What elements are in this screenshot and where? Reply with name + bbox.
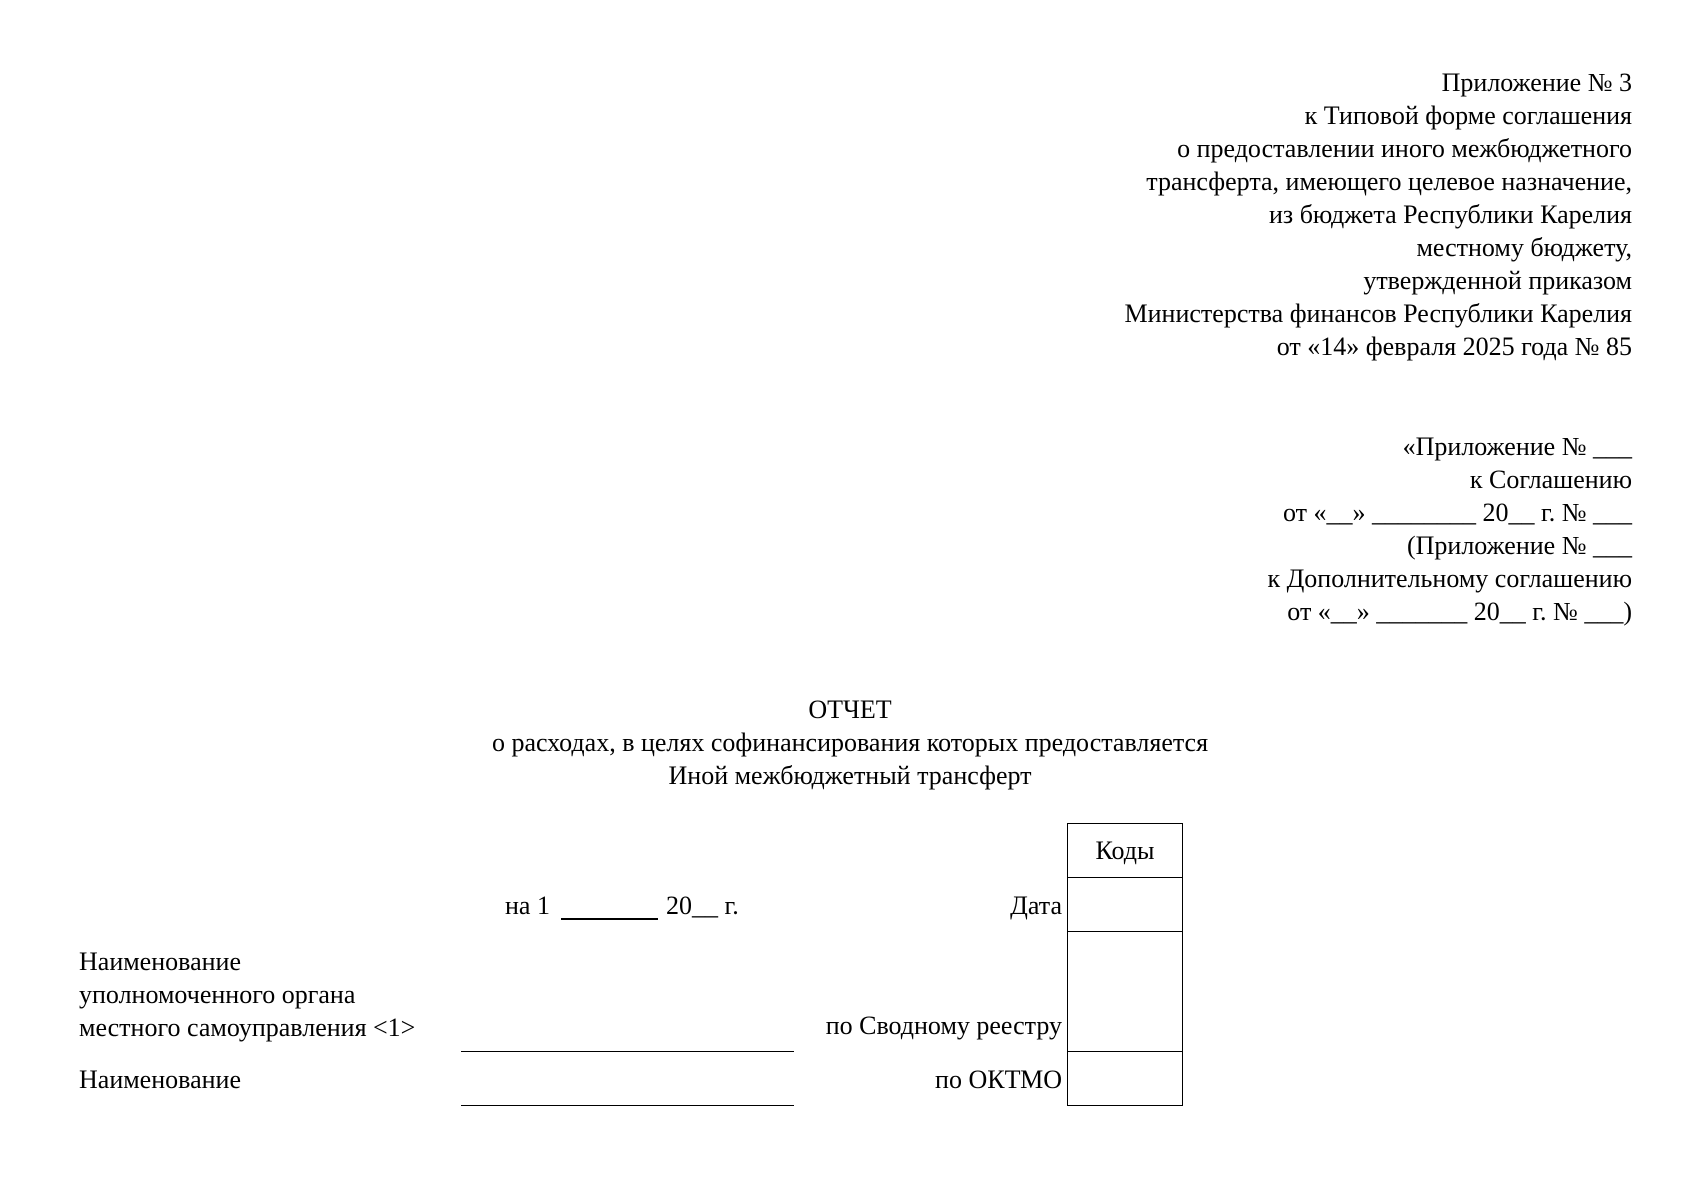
appendix-header-line: от «14» февраля 2025 года № 85 (1276, 332, 1632, 361)
appendix-header-line: трансферта, имеющего целевое назначение, (1146, 167, 1632, 196)
report-title: ОТЧЕТ о расходах, в целях софинансирован… (330, 693, 1370, 792)
agreement-reference-line: от «__» ________ 20__ г. № ___ (1282, 498, 1632, 527)
appendix-header-line: о предоставлении иного межбюджетного (1177, 134, 1632, 163)
authority-name-field[interactable] (461, 1051, 794, 1052)
report-title-line: ОТЧЕТ (808, 695, 892, 724)
appendix-header-line: Министерства финансов Республики Карелия (1124, 299, 1632, 328)
codes-header-cell: Коды (1067, 823, 1183, 878)
agreement-reference-line: «Приложение № ___ (1402, 432, 1632, 461)
label-authority-name-2: уполномоченного органа (79, 980, 356, 1009)
code-label-oktmo: по ОКТМО (935, 1065, 1062, 1094)
agreement-reference-line: к Соглашению (1469, 465, 1632, 494)
label-name: Наименование (79, 1065, 241, 1094)
report-date-year: 20__ г. (666, 891, 739, 920)
appendix-header: Приложение № 3 к Типовой форме соглашени… (732, 66, 1632, 363)
agreement-reference-line: (Приложение № ___ (1406, 531, 1632, 560)
code-cell-registry (1067, 931, 1183, 1052)
appendix-header-line: местному бюджету, (1416, 233, 1632, 262)
code-label-registry: по Сводному реестру (825, 1011, 1062, 1040)
label-authority-name-3: местного самоуправления <1> (79, 1013, 416, 1042)
report-title-line: о расходах, в целях софинансирования кот… (491, 728, 1209, 757)
agreement-reference: «Приложение № ___ к Соглашению от «__» _… (732, 430, 1632, 628)
codes-header: Коды (1095, 836, 1155, 865)
appendix-header-line: из бюджета Республики Карелия (1269, 200, 1632, 229)
code-cell-oktmo (1067, 1051, 1183, 1106)
agreement-reference-line: от «__» _______ 20__ г. № ___) (1287, 597, 1632, 626)
code-cell-date (1067, 877, 1183, 932)
agreement-reference-line: к Дополнительному соглашению (1267, 564, 1632, 593)
report-date-month-blank (561, 918, 658, 920)
code-label-date: Дата (1010, 891, 1062, 920)
appendix-header-line: утвержденной приказом (1363, 266, 1632, 295)
name-field[interactable] (461, 1105, 794, 1106)
report-title-line: Иной межбюджетный трансферт (668, 761, 1032, 790)
report-date-prefix: на 1 (505, 891, 550, 920)
label-authority-name-1: Наименование (79, 947, 241, 976)
appendix-header-line: Приложение № 3 (1441, 68, 1632, 97)
appendix-header-line: к Типовой форме соглашения (1304, 101, 1632, 130)
